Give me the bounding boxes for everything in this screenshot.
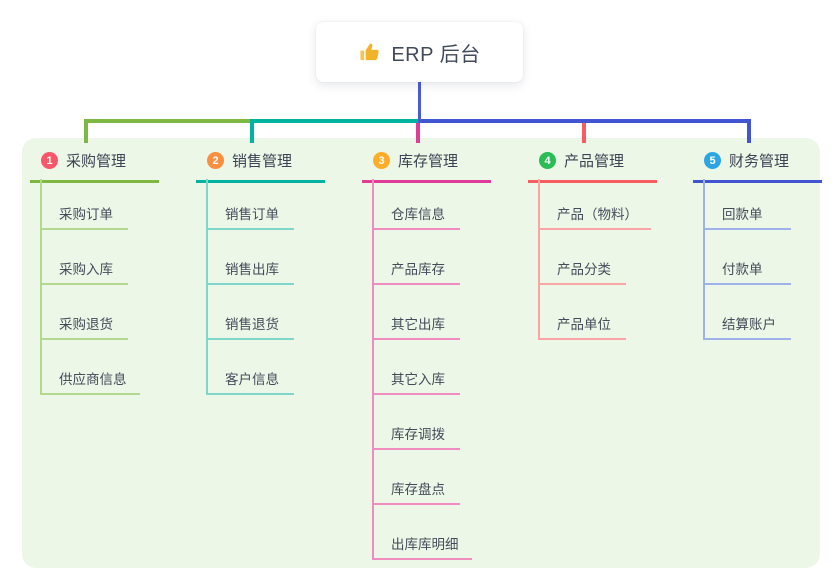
child-label: 回款单 (722, 206, 763, 222)
branch-node-5[interactable]: 5 财务管理 (693, 150, 822, 183)
connector-segment-blue (417, 119, 751, 123)
branch-drop-line (84, 119, 88, 143)
child-label: 销售出库 (225, 261, 279, 277)
child-node[interactable]: 销售订单 (208, 179, 294, 230)
child-node[interactable]: 销售出库 (208, 230, 294, 285)
mindmap-panel (22, 138, 820, 568)
child-node[interactable]: 仓库信息 (374, 179, 460, 230)
connector-segment-teal (250, 119, 420, 123)
child-label: 销售退货 (225, 316, 279, 332)
branch-label: 采购管理 (66, 153, 127, 170)
child-node[interactable]: 付款单 (705, 230, 791, 285)
child-node[interactable]: 客户信息 (208, 340, 294, 395)
child-label: 结算账户 (722, 316, 776, 332)
child-label: 产品（物料） (557, 206, 638, 222)
root-label: ERP 后台 (391, 43, 481, 66)
branch-label: 财务管理 (729, 153, 790, 170)
child-label: 库存调拨 (391, 426, 445, 442)
branch-node-1[interactable]: 1 采购管理 (30, 150, 159, 183)
branch-drop-line (582, 119, 586, 143)
child-node[interactable]: 产品分类 (540, 230, 626, 285)
branch-number-badge: 5 (704, 152, 721, 169)
branch-children: 采购订单采购入库采购退货供应商信息 (40, 179, 140, 395)
thumbs-up-icon (358, 41, 381, 64)
child-node[interactable]: 其它出库 (374, 285, 460, 340)
branch-drop-line (747, 119, 751, 143)
child-label: 其它出库 (391, 316, 445, 332)
child-node[interactable]: 库存盘点 (374, 450, 460, 505)
child-node[interactable]: 产品单位 (540, 285, 626, 340)
child-node[interactable]: 出库库明细 (374, 505, 472, 560)
branch-node-3[interactable]: 3 库存管理 (362, 150, 491, 183)
branch-number-badge: 4 (539, 152, 556, 169)
child-label: 库存盘点 (391, 481, 445, 497)
child-label: 产品库存 (391, 261, 445, 277)
branch-label: 销售管理 (232, 153, 293, 170)
child-label: 产品单位 (557, 316, 611, 332)
child-label: 采购订单 (59, 206, 113, 222)
child-node[interactable]: 结算账户 (705, 285, 791, 340)
branch-number-badge: 3 (373, 152, 390, 169)
branch-children: 仓库信息产品库存其它出库其它入库库存调拨库存盘点出库库明细 (372, 179, 472, 560)
child-node[interactable]: 销售退货 (208, 285, 294, 340)
child-node[interactable]: 库存调拨 (374, 395, 460, 450)
child-label: 仓库信息 (391, 206, 445, 222)
child-label: 客户信息 (225, 371, 279, 387)
child-node[interactable]: 产品库存 (374, 230, 460, 285)
branch-number-badge: 1 (41, 152, 58, 169)
root-connector-line (417, 82, 422, 123)
child-node[interactable]: 采购订单 (42, 179, 128, 230)
connector-segment-green (86, 119, 254, 123)
branch-number-badge: 2 (207, 152, 224, 169)
child-label: 销售订单 (225, 206, 279, 222)
branch-children: 回款单付款单结算账户 (703, 179, 791, 340)
branch-children: 销售订单销售出库销售退货客户信息 (206, 179, 294, 395)
child-node[interactable]: 供应商信息 (42, 340, 140, 395)
branch-node-4[interactable]: 4 产品管理 (528, 150, 657, 183)
root-node[interactable]: ERP 后台 (316, 22, 523, 82)
child-label: 采购入库 (59, 261, 113, 277)
branch-drop-line (250, 119, 254, 143)
branch-node-2[interactable]: 2 销售管理 (196, 150, 325, 183)
child-node[interactable]: 采购退货 (42, 285, 128, 340)
child-label: 采购退货 (59, 316, 113, 332)
child-node[interactable]: 采购入库 (42, 230, 128, 285)
child-label: 付款单 (722, 261, 763, 277)
branch-children: 产品（物料） 产品分类产品单位 (538, 179, 651, 340)
child-label: 其它入库 (391, 371, 445, 387)
child-node[interactable]: 产品（物料） (540, 179, 651, 230)
child-node[interactable]: 其它入库 (374, 340, 460, 395)
child-label: 产品分类 (557, 261, 611, 277)
child-label: 供应商信息 (59, 371, 127, 387)
branch-drop-line (416, 119, 420, 143)
branch-label: 库存管理 (398, 153, 459, 170)
child-label: 出库库明细 (391, 536, 459, 552)
child-node[interactable]: 回款单 (705, 179, 791, 230)
branch-label: 产品管理 (564, 153, 625, 170)
